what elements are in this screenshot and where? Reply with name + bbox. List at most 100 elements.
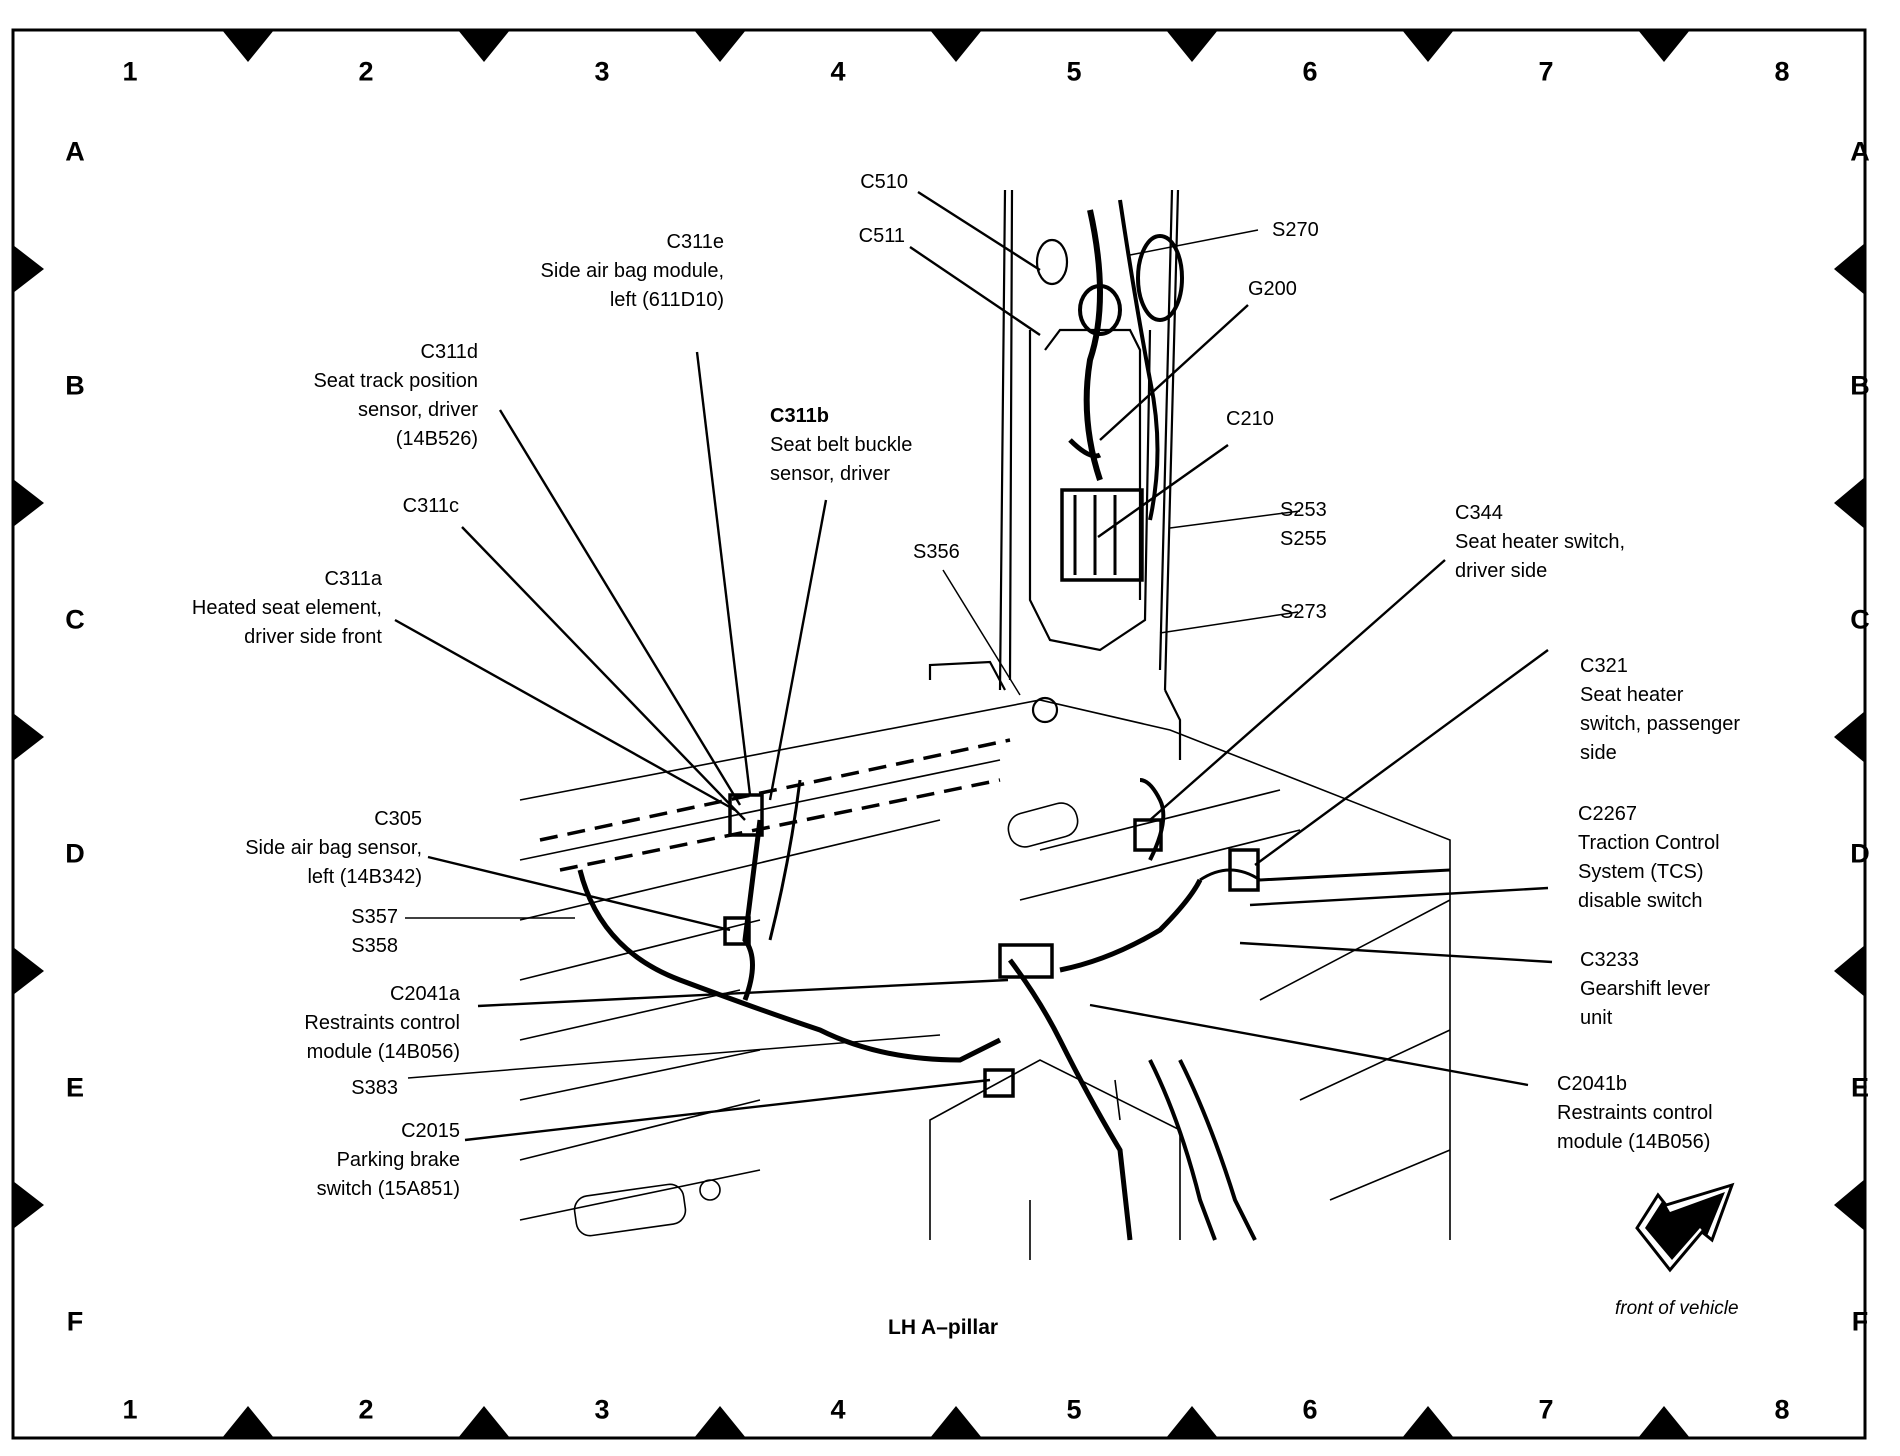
- callout-desc: Seat heater: [1580, 684, 1684, 706]
- callout-s270: S270: [1272, 216, 1319, 245]
- grid-row-left-D: D: [65, 838, 85, 869]
- a-pillar-drawing: [928, 189, 1184, 760]
- grid-row-left-B: B: [65, 370, 85, 401]
- leader-c311e: [695, 351, 752, 796]
- leader-s273: [1159, 611, 1299, 634]
- callout-c3233: C3233 Gearshift lever unit: [1580, 946, 1710, 1033]
- leader-c2267: [1249, 886, 1549, 907]
- grid-column-top-1: 1: [122, 56, 138, 87]
- callout-code: C305: [374, 808, 422, 830]
- front-of-vehicle-label: front of vehicle: [1615, 1298, 1739, 1319]
- grid-tick-right: [1834, 711, 1865, 763]
- callout-desc: Seat belt buckle: [770, 434, 913, 456]
- callout-code: S273: [1280, 601, 1327, 623]
- grid-tick-bottom: [222, 1406, 274, 1438]
- callout-code: S357: [351, 906, 398, 928]
- callout-desc: (14B526): [395, 428, 478, 450]
- callout-c305: C305 Side air bag sensor, left (14B342): [245, 805, 422, 892]
- leader-c210: [1097, 444, 1229, 538]
- callout-desc: Parking brake: [336, 1149, 460, 1171]
- callout-code: C311c: [402, 495, 459, 517]
- callout-s356: S356: [913, 538, 960, 567]
- grid-tick-right: [1834, 945, 1865, 997]
- grid-row-right-B: B: [1850, 370, 1870, 401]
- callout-code: C311b: [770, 405, 829, 427]
- callout-code: C210: [1226, 408, 1274, 430]
- callout-code: S383: [351, 1077, 398, 1099]
- leader-c344: [1149, 559, 1446, 821]
- grid-row-left-C: C: [65, 604, 85, 635]
- callout-c311b: C311b Seat belt buckle sensor, driver: [770, 402, 912, 489]
- grid-column-bottom-8: 8: [1774, 1394, 1790, 1425]
- grid-column-bottom-1: 1: [122, 1394, 138, 1425]
- grid-tick-bottom: [1402, 1406, 1454, 1438]
- callout-desc: left (14B342): [307, 866, 422, 888]
- callout-c2015: C2015 Parking brake switch (15A851): [317, 1117, 460, 1204]
- callout-desc: driver side front: [244, 626, 382, 648]
- grid-row-left-A: A: [65, 136, 85, 167]
- callout-desc: sensor, driver: [357, 399, 478, 421]
- callout-desc: module (14B056): [306, 1041, 460, 1063]
- grid-tick-top: [1638, 30, 1690, 62]
- grid-column-top-3: 3: [594, 56, 610, 87]
- diagram-title: LH A–pillar: [888, 1316, 999, 1339]
- leader-s253: [1169, 510, 1301, 529]
- leader-c2015: [464, 1078, 991, 1142]
- leader-lines: [394, 190, 1553, 1142]
- callout-desc: side: [1580, 742, 1617, 764]
- grid-tick-right: [1834, 1179, 1865, 1231]
- callout-c2041b: C2041b Restraints control module (14B056…: [1557, 1070, 1713, 1157]
- callout-desc: Gearshift lever: [1580, 978, 1711, 1000]
- callout-code: C511: [858, 225, 905, 247]
- leader-c2041a: [477, 978, 1009, 1008]
- grid-column-bottom-7: 7: [1538, 1394, 1554, 1425]
- grid-tick-bottom: [1638, 1406, 1690, 1438]
- grid-column-bottom-3: 3: [594, 1394, 610, 1425]
- callout-s253-s255: S253 S255: [1280, 496, 1327, 554]
- leader-s270: [1129, 229, 1259, 256]
- callout-c311a: C311a Heated seat element, driver side f…: [192, 565, 382, 652]
- callout-c311c: C311c: [403, 492, 459, 521]
- callout-c2041a: C2041a Restraints control module (14B056…: [304, 980, 460, 1067]
- callout-code: C311d: [420, 341, 478, 363]
- callout-c510: C510: [860, 168, 908, 197]
- grid-tick-top: [222, 30, 274, 62]
- grid-row-right-E: E: [1850, 1072, 1870, 1103]
- leader-c311a: [394, 618, 736, 812]
- leader-s356: [942, 569, 1021, 696]
- grid-tick-bottom: [694, 1406, 746, 1438]
- grid-tick-right: [1834, 243, 1865, 295]
- callout-desc: Side air bag module,: [540, 260, 724, 282]
- callout-code: G200: [1248, 278, 1297, 300]
- leader-c311c: [461, 526, 746, 821]
- arrow-icon: [1635, 1182, 1735, 1273]
- leader-c311d: [498, 409, 742, 806]
- callout-code: C344: [1455, 502, 1503, 524]
- callout-g200: G200: [1248, 275, 1297, 304]
- leader-c311b: [768, 499, 828, 801]
- callout-c344: C344 Seat heater switch, driver side: [1455, 499, 1625, 586]
- leader-c511: [909, 246, 1041, 336]
- grid-ticks: [13, 30, 1865, 1438]
- callout-desc: Restraints control: [1557, 1102, 1713, 1124]
- grid-row-left-F: F: [66, 1306, 84, 1337]
- callout-desc: unit: [1580, 1007, 1613, 1029]
- callout-c311d: C311d Seat track position sensor, driver…: [313, 338, 478, 454]
- callout-code: S255: [1280, 528, 1327, 550]
- grid-tick-left: [13, 947, 44, 995]
- grid-tick-top: [930, 30, 982, 62]
- callout-desc: sensor, driver: [770, 463, 891, 485]
- callout-desc: switch (15A851): [316, 1178, 460, 1200]
- callout-desc: driver side: [1455, 560, 1548, 582]
- leader-c3233: [1239, 941, 1553, 964]
- wiring-harness-drawing: [577, 778, 1451, 1241]
- callout-code: C321: [1580, 655, 1628, 677]
- grid-column-bottom-2: 2: [358, 1394, 374, 1425]
- callout-s383: S383: [351, 1074, 398, 1103]
- callout-code: S358: [351, 935, 398, 957]
- grid-row-right-D: D: [1850, 838, 1870, 869]
- leader-c321: [1254, 649, 1549, 866]
- callout-desc: module (14B056): [1557, 1131, 1711, 1153]
- callout-code: C2267: [1578, 803, 1637, 825]
